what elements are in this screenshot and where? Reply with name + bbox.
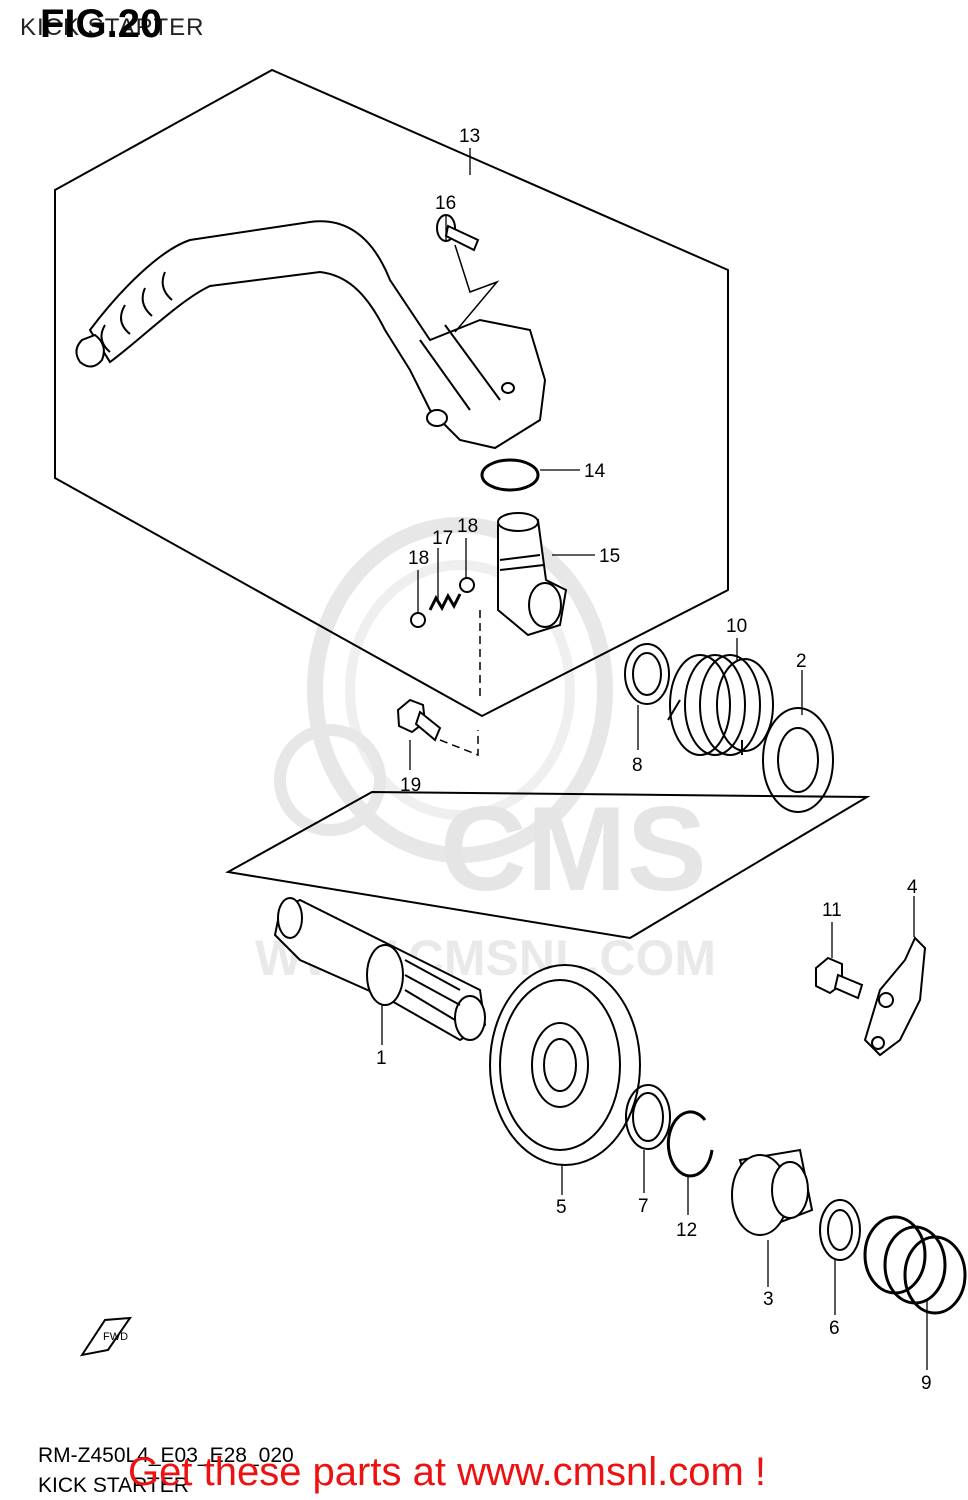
stopper-4	[863, 936, 927, 1057]
callout-3: 3	[763, 1289, 774, 1310]
ball-18-right	[459, 577, 475, 593]
kick-shaft-15	[497, 512, 568, 637]
assembly-box-lower	[225, 790, 871, 940]
callout-18-left: 18	[408, 548, 429, 569]
spring-guide-2	[762, 707, 834, 813]
circlip-12	[666, 1110, 714, 1178]
callout-8: 8	[632, 755, 643, 776]
callout-1: 1	[376, 1048, 387, 1069]
bolt-16	[436, 214, 480, 252]
callout-7: 7	[638, 1196, 649, 1217]
ball-18-left	[410, 612, 426, 628]
callout-14: 14	[584, 461, 606, 482]
figure-title: FIG.20	[40, 2, 163, 46]
bolt-19	[396, 698, 442, 742]
washer-7	[625, 1084, 671, 1150]
kick-lever	[75, 220, 547, 450]
washer-8	[624, 643, 670, 705]
callout-6: 6	[829, 1318, 840, 1339]
kick-starter-shaft-1	[273, 897, 487, 1042]
spring-9	[863, 1215, 967, 1315]
callout-11: 11	[822, 900, 842, 921]
leader-lines	[381, 148, 928, 1370]
diagram-subtitle: KICK STARTER	[20, 14, 205, 41]
callout-4: 4	[907, 877, 918, 898]
callout-9: 9	[921, 1373, 932, 1394]
callout-15: 15	[599, 546, 620, 567]
promo-link[interactable]: Get these parts at www.cmsnl.com !	[128, 1450, 766, 1494]
callout-18-right: 18	[457, 516, 478, 537]
assembly-box-13	[54, 68, 729, 718]
diagram-code: RM-Z450L4_E03_E28_020	[38, 1444, 294, 1467]
callout-19: 19	[400, 775, 421, 796]
seal-14	[480, 458, 540, 492]
callout-13: 13	[459, 126, 480, 147]
return-spring-10	[667, 654, 774, 756]
callout-numbers: 1 2 3 4 5 6 7 8 9 10 11 12 13 14 15 16 1…	[376, 126, 932, 1394]
fwd-arrow-icon: FWD	[79, 1316, 133, 1357]
callout-10: 10	[726, 616, 747, 637]
callout-2: 2	[796, 651, 807, 672]
washer-6	[819, 1199, 861, 1261]
diagram-bottom-label: KICK STARTER	[38, 1474, 189, 1497]
ratchet-3	[731, 1148, 814, 1236]
callout-17: 17	[432, 528, 453, 549]
bolt-11	[815, 956, 864, 1000]
callout-12: 12	[676, 1220, 697, 1241]
fwd-label: FWD	[103, 1331, 128, 1343]
watermark-brand: CMS	[440, 782, 707, 916]
kick-gear-5	[489, 964, 641, 1166]
spring-17	[428, 592, 462, 612]
callout-16: 16	[435, 193, 456, 214]
callout-5: 5	[556, 1197, 567, 1218]
